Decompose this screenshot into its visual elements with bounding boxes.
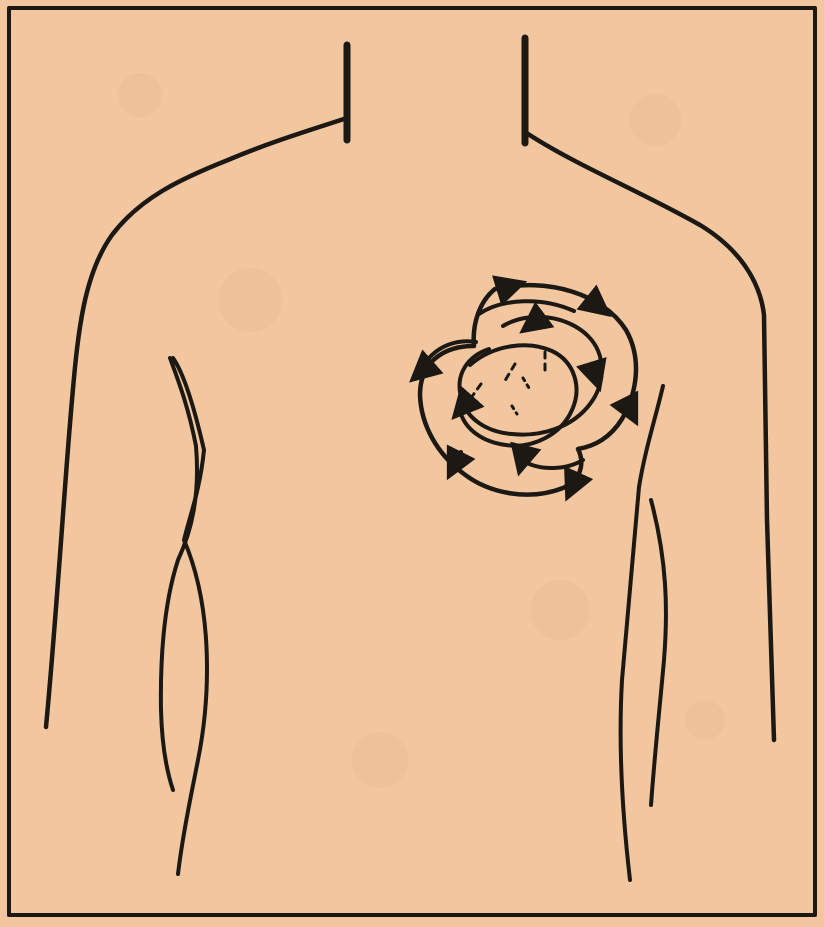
left-inner-torso-line xyxy=(161,358,197,790)
massage-top-arc xyxy=(479,301,574,314)
outer-frame xyxy=(9,8,815,915)
right-inner-torso-line xyxy=(621,386,663,880)
massage-dash-2 xyxy=(503,364,515,384)
paper-texture xyxy=(118,73,725,788)
massage-dash-4 xyxy=(523,378,529,388)
massage-dash-5 xyxy=(512,406,517,414)
left-inner-arm-line xyxy=(173,358,207,874)
massage-inner-loop-2 xyxy=(461,345,576,445)
direction-arrow-bottom-center xyxy=(522,449,525,461)
direction-arrow-bottom-right xyxy=(572,476,577,487)
massage-bottom-arc xyxy=(523,460,583,468)
direction-arrow-bottom-left xyxy=(454,452,461,466)
massage-inner-loop-1 xyxy=(460,317,602,435)
direction-arrow-right xyxy=(592,364,596,377)
right-inner-arm-line xyxy=(651,500,666,805)
